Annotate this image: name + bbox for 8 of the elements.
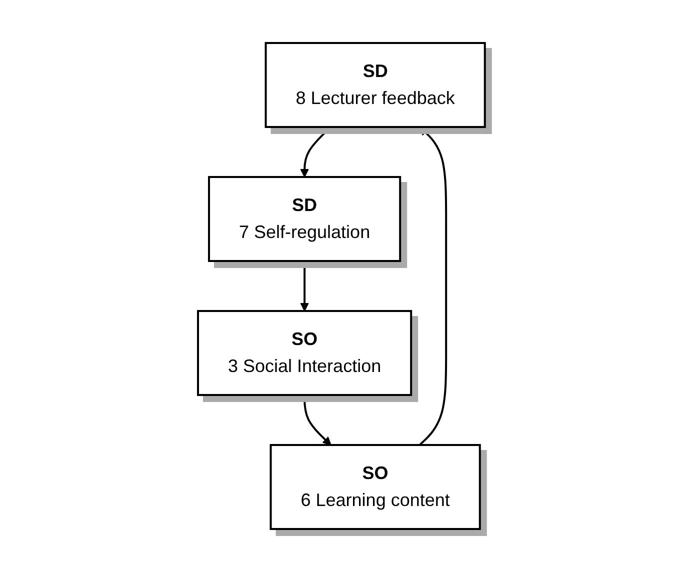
node-box: SO 6 Learning content bbox=[269, 444, 480, 530]
node-box: SD 8 Lecturer feedback bbox=[264, 42, 486, 128]
node-box: SO 3 Social Interaction bbox=[196, 310, 412, 396]
node-box: SD 7 Self-regulation bbox=[208, 176, 401, 262]
arrow bbox=[303, 394, 331, 445]
arrow bbox=[300, 126, 332, 177]
arrow bbox=[300, 260, 308, 311]
arrow bbox=[418, 126, 447, 446]
